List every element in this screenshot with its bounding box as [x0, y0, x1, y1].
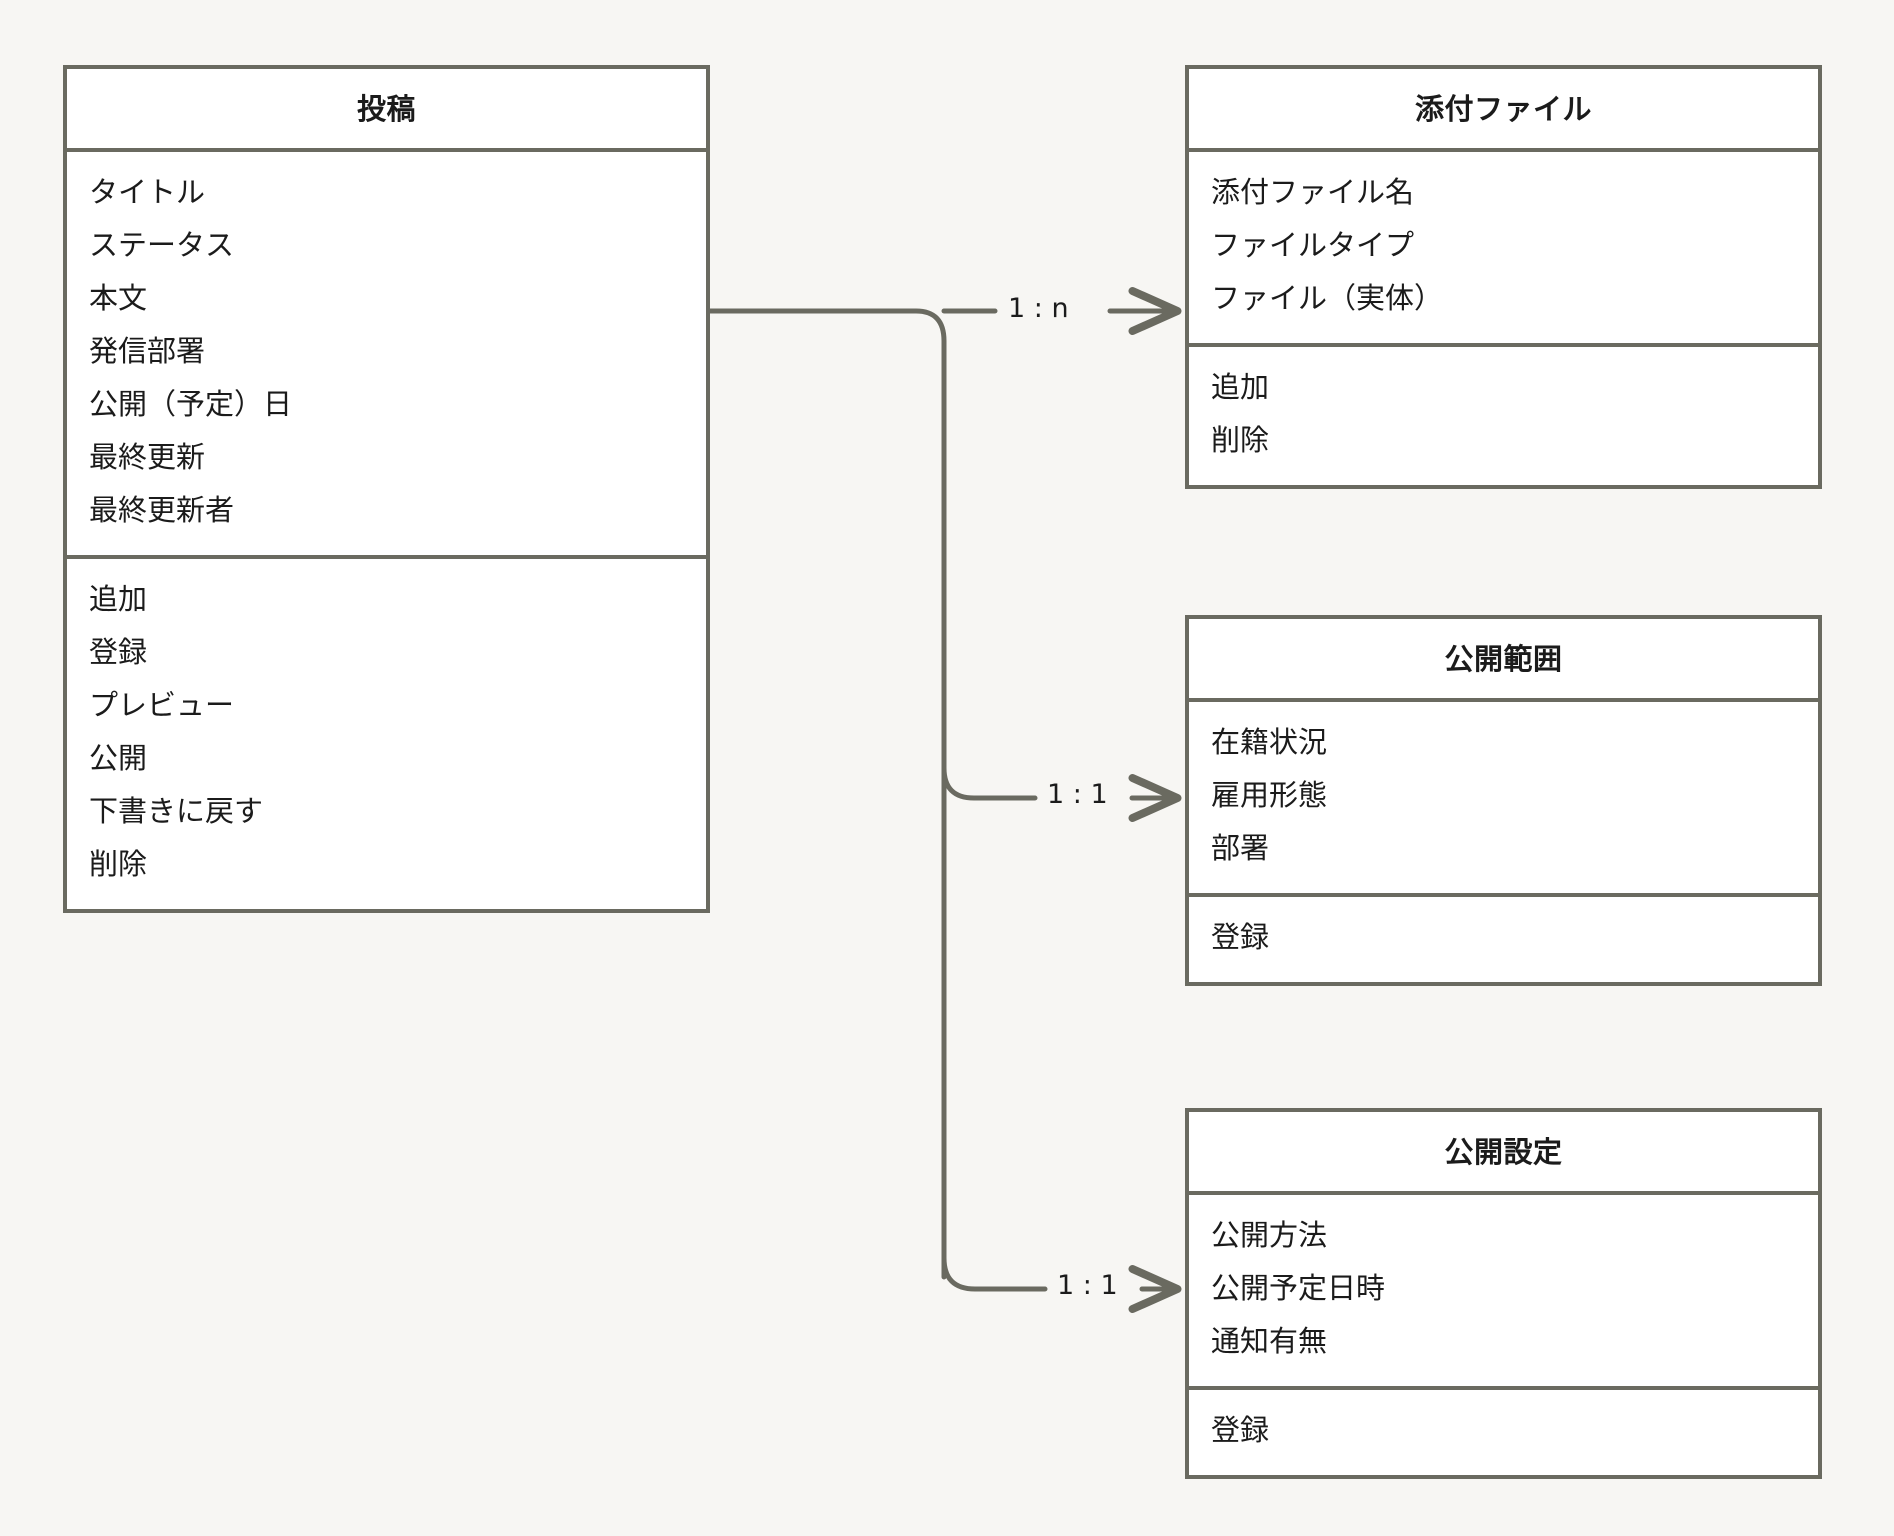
class-title-post: 投稿: [67, 69, 706, 152]
operation-item: 下書きに戻す: [89, 794, 264, 828]
attribute-item: 最終更新: [89, 440, 206, 474]
relation-label-post-attachment: 1 : n: [1008, 293, 1069, 324]
operation-item: 追加: [1211, 370, 1270, 404]
operation-compartment-settings: 登録: [1189, 1386, 1818, 1475]
attribute-item: ファイル（実体）: [1211, 281, 1444, 315]
connector-post-scope: [941, 765, 1182, 822]
class-box-scope[interactable]: 公開範囲 在籍状況 雇用形態 部署 登録: [1185, 615, 1822, 986]
class-box-attachment[interactable]: 添付ファイル 添付ファイル名 ファイルタイプ ファイル（実体） 追加 削除: [1185, 65, 1822, 489]
attribute-item: タイトル: [89, 175, 206, 209]
class-title-attachment: 添付ファイル: [1189, 69, 1818, 152]
attribute-item: 公開方法: [1211, 1218, 1328, 1252]
relation-label-post-scope: 1 : 1: [1047, 779, 1108, 810]
attribute-item: 発信部署: [89, 334, 206, 368]
attribute-compartment-post: タイトル ステータス 本文 発信部署 公開（予定）日 最終更新 最終更新者: [67, 152, 706, 555]
operation-compartment-attachment: 追加 削除: [1189, 343, 1818, 485]
operation-item: プレビュー: [89, 688, 235, 722]
attribute-item: 通知有無: [1211, 1324, 1328, 1358]
relation-label-post-settings: 1 : 1: [1057, 1270, 1118, 1301]
operation-item: 公開: [89, 741, 148, 775]
class-title-scope: 公開範囲: [1189, 619, 1818, 702]
connector-post-settings: [941, 1255, 1182, 1313]
attribute-compartment-settings: 公開方法 公開予定日時 通知有無: [1189, 1195, 1818, 1386]
operation-item: 登録: [1211, 920, 1270, 954]
class-title-settings: 公開設定: [1189, 1112, 1818, 1195]
class-box-post[interactable]: 投稿 タイトル ステータス 本文 発信部署 公開（予定）日 最終更新 最終更新者…: [63, 65, 710, 913]
attribute-item: 公開（予定）日: [89, 387, 293, 421]
connector-trunk: [707, 308, 947, 1280]
operation-compartment-post: 追加 登録 プレビュー 公開 下書きに戻す 削除: [67, 555, 706, 909]
attribute-compartment-scope: 在籍状況 雇用形態 部署: [1189, 702, 1818, 893]
attribute-item: ステータス: [89, 228, 235, 262]
attribute-item: 雇用形態: [1211, 778, 1328, 812]
attribute-item: ファイルタイプ: [1211, 228, 1415, 262]
operation-item: 追加: [89, 582, 148, 616]
operation-item: 登録: [89, 635, 148, 669]
operation-item: 削除: [89, 847, 148, 881]
operation-item: 登録: [1211, 1413, 1270, 1447]
attribute-item: 在籍状況: [1211, 725, 1328, 759]
attribute-item: 最終更新者: [89, 493, 235, 527]
attribute-item: 部署: [1211, 831, 1270, 865]
attribute-compartment-attachment: 添付ファイル名 ファイルタイプ ファイル（実体）: [1189, 152, 1818, 343]
attribute-item: 公開予定日時: [1211, 1271, 1386, 1305]
operation-compartment-scope: 登録: [1189, 893, 1818, 982]
operation-item: 削除: [1211, 423, 1270, 457]
class-box-settings[interactable]: 公開設定 公開方法 公開予定日時 通知有無 登録: [1185, 1108, 1822, 1479]
attribute-item: 添付ファイル名: [1211, 175, 1415, 209]
attribute-item: 本文: [89, 281, 148, 315]
